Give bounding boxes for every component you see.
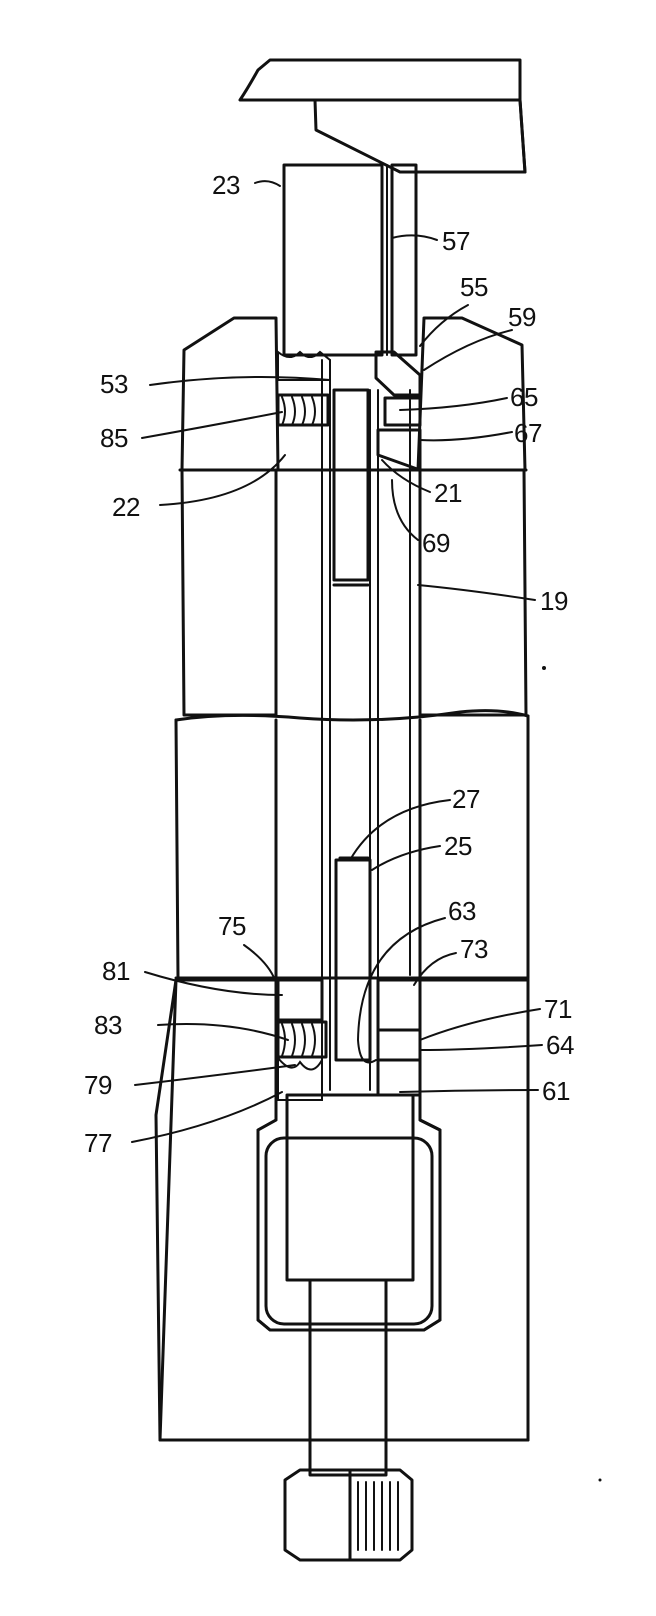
middle-plate-upper — [176, 470, 528, 720]
label-59: 59 — [508, 302, 536, 332]
top-holder — [240, 60, 525, 172]
label-81: 81 — [102, 956, 130, 986]
label-67: 67 — [514, 418, 542, 448]
label-21: 21 — [434, 478, 462, 508]
upper-die-plate — [180, 318, 526, 470]
lower-punch — [287, 1095, 413, 1280]
label-75: 75 — [218, 911, 246, 941]
label-69: 69 — [422, 528, 450, 558]
upper-seal-assembly — [278, 352, 420, 470]
label-71: 71 — [544, 994, 572, 1024]
reference-numerals: 23 57 55 59 53 65 85 67 21 22 69 19 27 2… — [84, 170, 574, 1158]
label-53: 53 — [100, 369, 128, 399]
speck — [599, 1479, 602, 1482]
label-79: 79 — [84, 1070, 112, 1100]
label-61: 61 — [542, 1076, 570, 1106]
label-19: 19 — [540, 586, 568, 616]
label-63: 63 — [448, 896, 476, 926]
label-64: 64 — [546, 1030, 574, 1060]
lower-seal-assembly — [278, 980, 420, 1100]
label-22: 22 — [112, 492, 140, 522]
label-27: 27 — [452, 784, 480, 814]
label-83: 83 — [94, 1010, 122, 1040]
adjusting-screw — [285, 1280, 412, 1560]
punch-23 — [284, 165, 416, 355]
speck — [542, 666, 546, 670]
upper-screw-85 — [278, 395, 328, 425]
label-57: 57 — [442, 226, 470, 256]
label-73: 73 — [460, 934, 488, 964]
label-65: 65 — [510, 382, 538, 412]
label-55: 55 — [460, 272, 488, 302]
label-85: 85 — [100, 423, 128, 453]
label-23: 23 — [212, 170, 240, 200]
label-25: 25 — [444, 831, 472, 861]
label-77: 77 — [84, 1128, 112, 1158]
